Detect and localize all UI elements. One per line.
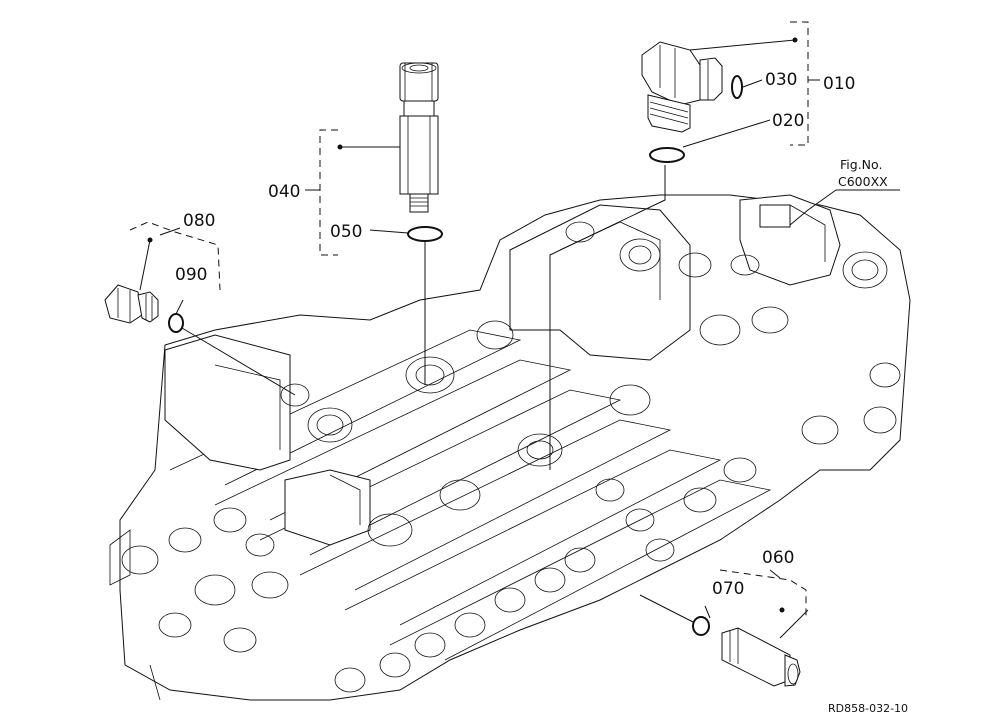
o-ring-070 xyxy=(692,616,710,636)
fig-label-line2: C600XX xyxy=(838,174,888,189)
o-ring-090 xyxy=(168,313,184,333)
o-ring-030 xyxy=(731,75,743,99)
elbow-fitting-010 xyxy=(641,41,723,133)
callout-050: 050 xyxy=(330,222,362,242)
callout-070: 070 xyxy=(712,579,744,599)
callout-080: 080 xyxy=(183,211,215,231)
reference-code: RD858-032-10 xyxy=(828,702,908,715)
callout-060: 060 xyxy=(762,548,794,568)
callout-030: 030 xyxy=(765,70,797,90)
o-ring-050 xyxy=(407,226,443,242)
spool-ends xyxy=(334,362,901,693)
fig-label-line1: Fig.No. xyxy=(840,157,882,172)
callout-020: 020 xyxy=(772,111,804,131)
control-valve-assembly xyxy=(109,194,911,701)
o-ring-020 xyxy=(649,147,685,163)
relief-valve-040 xyxy=(399,62,439,213)
elbow-fitting-080 xyxy=(104,284,159,324)
callout-040: 040 xyxy=(268,182,300,202)
callout-010: 010 xyxy=(823,74,855,94)
plug-060 xyxy=(721,627,801,687)
callout-090: 090 xyxy=(175,265,207,285)
